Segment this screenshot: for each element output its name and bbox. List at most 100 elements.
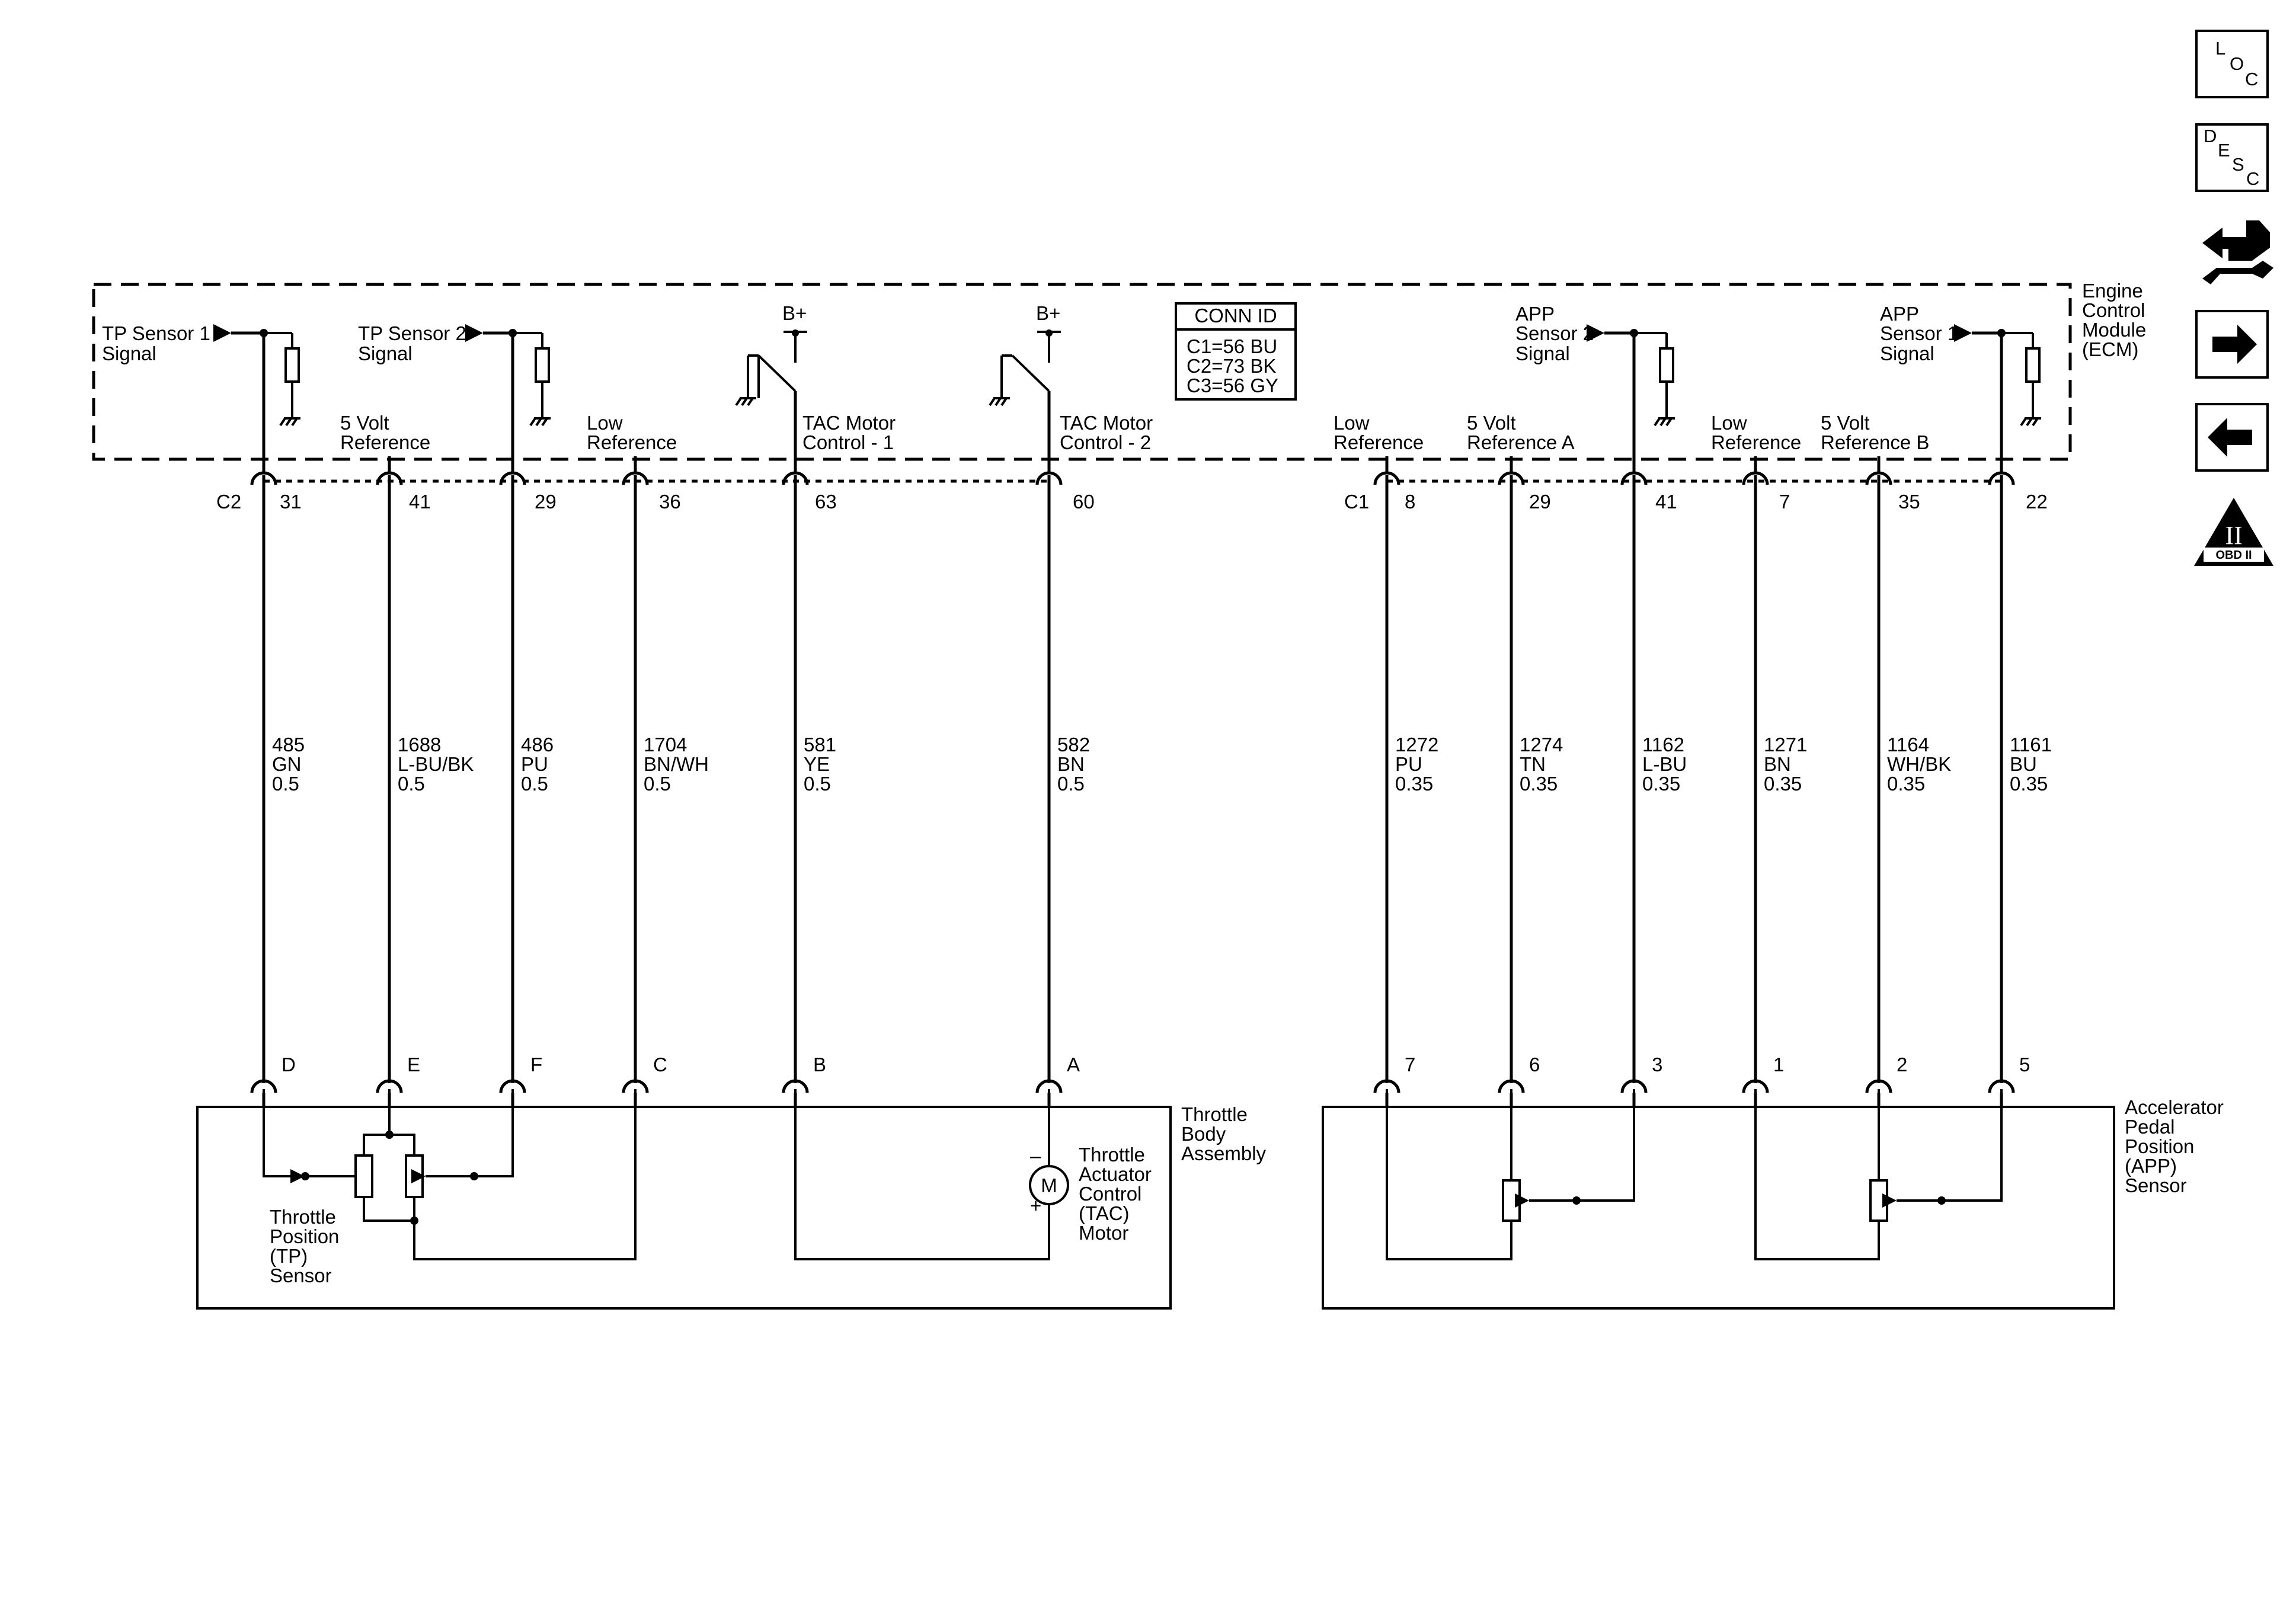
wire-color: BU	[2010, 753, 2037, 775]
ecm-terminal	[376, 471, 403, 485]
pin-number: 35	[1898, 491, 1920, 513]
tp2-signal-label: TP Sensor 2 Signal	[358, 322, 472, 364]
connector-name: C1	[1344, 491, 1369, 513]
location-button[interactable]: L O C	[2195, 30, 2269, 98]
tac-motor: M – + Throttle Actuator Control (TAC) Mo…	[794, 1089, 1152, 1260]
ecm-terminal	[1035, 471, 1063, 485]
app1-signal-label: APP Sensor 1 Signal	[1880, 303, 1964, 364]
tp-sensor-label: Throttle Position (TP) Sensor	[270, 1206, 345, 1286]
description-button[interactable]: D E S C	[2195, 123, 2269, 192]
connector-c2: C2 31 41 29 36 63 60	[216, 479, 1095, 513]
component-pin-label: E	[407, 1054, 420, 1076]
component-pin-label: 3	[1652, 1054, 1662, 1076]
conn-id-box: CONN ID C1=56 BU C2=73 BK C3=56 GY	[1175, 302, 1297, 401]
wire-circuit: 1161	[2010, 734, 2052, 756]
app-sensor-boundary	[1322, 1106, 2115, 1310]
wire-circuit: 485	[272, 734, 305, 756]
loc-letter: O	[2230, 53, 2244, 74]
loc-letter: C	[2245, 69, 2258, 89]
wire-gauge: 0.5	[1057, 773, 1085, 795]
previous-page-button[interactable]	[2195, 403, 2269, 472]
component-terminal	[622, 1079, 649, 1093]
app-sensor-2-pot	[1386, 1089, 1635, 1260]
wire-color: TN	[1520, 753, 1546, 775]
wire-color: L-BU/BK	[398, 753, 474, 775]
component-terminal	[1373, 1079, 1400, 1093]
wire-gauge: 0.5	[804, 773, 831, 795]
connector-c1: C1 8 29 41 7 35 22	[1344, 479, 2048, 513]
component-pin-label: C	[653, 1054, 667, 1076]
pin-number: 7	[1779, 491, 1790, 513]
motor-symbol: M	[1041, 1174, 1057, 1196]
ground-icon	[2020, 417, 2042, 427]
pin-function-label: TAC Motor Control - 1	[802, 412, 901, 453]
obd-ii-button[interactable]: II OBD II	[2194, 498, 2273, 566]
ecm-terminal	[1498, 471, 1525, 485]
ground-icon	[1654, 417, 1676, 427]
ecm-terminal	[1865, 471, 1892, 485]
desc-letter: C	[2246, 168, 2259, 189]
conn-id-line: C3=56 GY	[1187, 375, 1278, 396]
pin-number: 36	[659, 491, 681, 513]
app-resistor	[1869, 1179, 1888, 1222]
tp1-signal-circuit: TP Sensor 1 Signal	[102, 322, 302, 474]
ground-icon	[735, 397, 757, 406]
wire-gauge: 0.35	[1887, 773, 1925, 795]
component-terminal	[782, 1079, 809, 1093]
wire-circuit: 582	[1057, 734, 1090, 756]
pin-number: 29	[1529, 491, 1551, 513]
pin-function-label: TAC Motor Control - 2	[1060, 412, 1158, 453]
app1-signal-circuit: APP Sensor 1 Signal	[1880, 303, 2042, 474]
wire-circuit: 1274	[1520, 734, 1563, 756]
wire-color: WH/BK	[1887, 753, 1951, 775]
pullup-resistor	[2025, 347, 2041, 383]
component-pin-label: D	[282, 1054, 296, 1076]
tac-driver-2: B+	[989, 302, 1061, 474]
motor-plus: +	[1030, 1195, 1041, 1217]
wire-circuit: 1271	[1764, 734, 1807, 756]
arrow-right-icon	[2212, 325, 2257, 364]
tp2-signal-circuit: TP Sensor 2 Signal	[358, 322, 552, 474]
app-resistor	[1502, 1179, 1521, 1222]
app-sensor-label: Accelerator Pedal Position (APP) Sensor	[2125, 1096, 2229, 1196]
component-pin-label: 1	[1773, 1054, 1784, 1076]
pin-function-label: 5 Volt Reference	[340, 412, 430, 453]
wire-gauge: 0.35	[1395, 773, 1433, 795]
connector-wrench-icon	[2202, 220, 2273, 284]
pin-number: 8	[1405, 491, 1415, 513]
next-page-button[interactable]	[2195, 310, 2269, 379]
conn-id-title: CONN ID	[1194, 305, 1277, 327]
tac-driver-1: B+	[735, 302, 807, 474]
wire-circuit: 1704	[644, 734, 687, 756]
pin-function-label: Low Reference	[1334, 412, 1424, 453]
conn-id-line: C2=73 BK	[1187, 355, 1276, 377]
tp-resistor-1	[354, 1154, 373, 1198]
throttle-body-assembly: Throttle Body Assembly	[196, 1089, 1267, 1310]
connector-view-button[interactable]	[2202, 220, 2273, 284]
wire-gauge: 0.5	[644, 773, 671, 795]
throttle-body-boundary	[196, 1106, 1172, 1310]
bplus-label: B+	[782, 302, 807, 324]
wire-gauge: 0.35	[1764, 773, 1802, 795]
wire-color: PU	[521, 753, 548, 775]
tp-resistor-2	[405, 1154, 424, 1198]
switch-contact	[1011, 354, 1050, 392]
bplus-label: B+	[1036, 302, 1060, 324]
arrow-left-icon	[2208, 418, 2252, 457]
pullup-resistor	[1659, 347, 1674, 383]
component-terminal	[1035, 1079, 1063, 1093]
wire-gauge: 0.5	[398, 773, 425, 795]
loc-letter: L	[2215, 38, 2225, 59]
ecm-terminal	[1620, 471, 1648, 485]
pullup-resistor	[284, 347, 300, 383]
wire-circuit: 581	[804, 734, 836, 756]
component-pin-label: A	[1067, 1054, 1080, 1076]
throttle-body-label: Throttle Body Assembly	[1181, 1103, 1267, 1164]
